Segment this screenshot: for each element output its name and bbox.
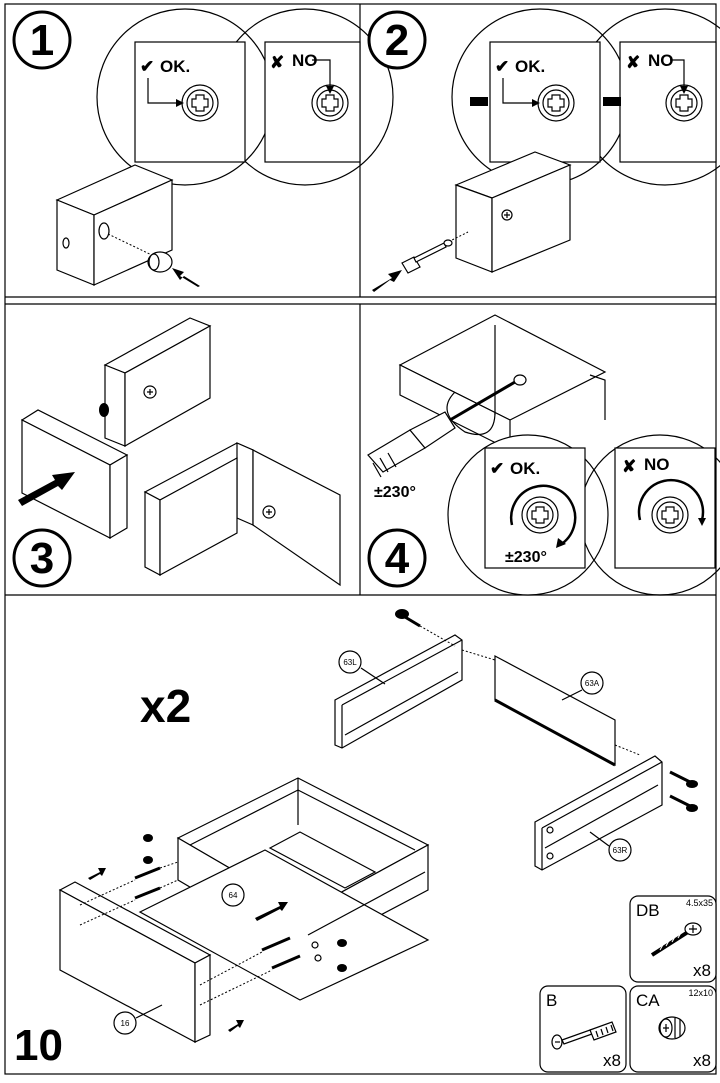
left-side-panel-drawing bbox=[334, 634, 463, 749]
step-2-ok-label: OK. bbox=[515, 57, 545, 76]
step-2-number: 2 bbox=[385, 16, 409, 65]
hardware-box-b: B x8 bbox=[539, 985, 627, 1073]
part-label-front: 16 bbox=[121, 1019, 130, 1028]
cam-lock-icon bbox=[651, 496, 689, 534]
rotation-arrow-icon bbox=[637, 478, 705, 521]
drawer-box-drawing bbox=[138, 777, 430, 1001]
part-label-badge: 63L bbox=[338, 650, 362, 674]
screw-icon bbox=[650, 922, 702, 957]
step-4-no-label: NO bbox=[644, 455, 670, 474]
screwdriver-icon bbox=[367, 374, 527, 478]
part-label-badge: 63R bbox=[608, 838, 632, 862]
part-label-badge: 64 bbox=[221, 883, 245, 907]
assembled-corner-drawing bbox=[143, 442, 341, 587]
step-2-panel: 2 ✔ OK. ✘ NO bbox=[367, 8, 720, 292]
arrow-icon bbox=[372, 270, 402, 292]
hardware-size: 4.5x35 bbox=[686, 898, 713, 908]
hardware-code: B bbox=[546, 991, 557, 1010]
arrow-icon bbox=[172, 268, 200, 287]
panel-drawing bbox=[99, 317, 212, 448]
cam-lock-icon bbox=[521, 496, 559, 534]
hardware-box-db: DB 4.5x35 x8 bbox=[629, 895, 717, 983]
right-side-panel-drawing bbox=[534, 755, 663, 871]
part-label-back: 63A bbox=[585, 679, 600, 688]
cam-lock-icon bbox=[537, 84, 575, 122]
part-label-left-side: 63L bbox=[343, 658, 357, 667]
arrow-icon bbox=[147, 78, 176, 104]
step-2-number-badge: 2 bbox=[367, 10, 427, 70]
cam-lock-icon bbox=[147, 251, 173, 273]
step-1-no-label: NO bbox=[292, 51, 318, 70]
hardware-box-ca: CA 12x10 x8 bbox=[629, 985, 717, 1073]
arrow-icon bbox=[312, 59, 331, 88]
back-panel-drawing bbox=[494, 655, 616, 767]
cam-bolt-icon bbox=[134, 834, 347, 972]
step-1-ok-label: OK. bbox=[160, 57, 190, 76]
cam-bolt-icon bbox=[401, 239, 453, 274]
step-4-rotation-label-inner: ±230° bbox=[505, 549, 547, 566]
hardware-code: CA bbox=[636, 991, 660, 1010]
step-1-number-badge: 1 bbox=[12, 10, 72, 70]
step-1-number: 1 bbox=[30, 16, 54, 65]
step-10-panel: x2 bbox=[14, 609, 698, 1070]
rotation-arrow-icon bbox=[446, 391, 496, 436]
arrow-icon bbox=[18, 472, 75, 506]
arrow-icon bbox=[255, 902, 288, 921]
arrow-icon bbox=[502, 78, 533, 104]
step-4-number: 4 bbox=[385, 534, 410, 583]
step-2-no-label: NO bbox=[648, 51, 674, 70]
screw-icon bbox=[669, 794, 698, 812]
arrow-icon bbox=[670, 59, 685, 88]
step-4-number-badge: 4 bbox=[367, 528, 427, 588]
step-10-multiplier: x2 bbox=[140, 680, 191, 732]
rotation-arrow-icon bbox=[509, 484, 577, 547]
hardware-quantity: x8 bbox=[603, 1051, 621, 1070]
check-icon: ✔ bbox=[140, 57, 154, 76]
hardware-code: DB bbox=[636, 901, 660, 920]
cam-bolt-icon bbox=[99, 403, 109, 417]
arrow-icon bbox=[228, 1020, 244, 1032]
cross-icon: ✘ bbox=[270, 53, 284, 72]
cross-icon: ✘ bbox=[622, 457, 636, 476]
cam-lock-icon bbox=[311, 84, 349, 122]
part-label-badge: 16 bbox=[113, 1011, 137, 1035]
step-10-number: 10 bbox=[14, 1021, 63, 1070]
step-4-ok-label: OK. bbox=[510, 459, 540, 478]
hardware-size: 12x10 bbox=[688, 988, 713, 998]
cam-lock-icon bbox=[658, 1016, 686, 1040]
step-4-panel: ±230° ✔ OK. ✘ NO ±230° 4 bbox=[367, 314, 720, 596]
panel-drawing bbox=[454, 151, 572, 273]
step-1-panel: 1 ✔ OK. ✘ NO bbox=[12, 8, 394, 287]
step-3-number: 3 bbox=[30, 534, 54, 583]
part-label-bottom: 64 bbox=[229, 891, 238, 900]
cam-bolt-icon bbox=[551, 1021, 617, 1050]
screw-icon bbox=[669, 770, 698, 788]
hardware-quantity: x8 bbox=[693, 1051, 711, 1070]
arrow-icon bbox=[88, 868, 106, 880]
front-panel-drawing bbox=[58, 881, 212, 1043]
hardware-quantity: x8 bbox=[693, 961, 711, 980]
cam-lock-icon bbox=[181, 84, 219, 122]
screw-icon bbox=[395, 609, 421, 628]
check-icon: ✔ bbox=[495, 57, 509, 76]
cross-icon: ✘ bbox=[626, 53, 640, 72]
check-icon: ✔ bbox=[490, 459, 504, 478]
assembled-corner-drawing bbox=[398, 314, 607, 451]
part-label-badge: 63A bbox=[580, 671, 604, 695]
step-3-panel: 3 bbox=[12, 317, 341, 588]
step-4-rotation-label: ±230° bbox=[374, 484, 416, 501]
part-label-right-side: 63R bbox=[613, 846, 628, 855]
step-3-number-badge: 3 bbox=[12, 528, 72, 588]
